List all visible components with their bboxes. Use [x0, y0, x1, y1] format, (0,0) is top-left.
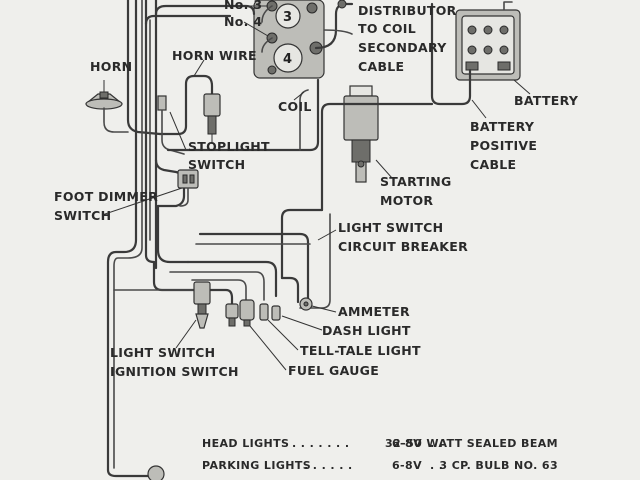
label-no4: No. 4	[224, 14, 262, 29]
label-tell-tale-light: TELL-TALE LIGHT	[300, 343, 421, 358]
cylinder-4-number: 4	[283, 52, 292, 67]
label-coil: COIL	[278, 99, 312, 114]
bulb-item: HEAD LIGHTS	[202, 437, 289, 450]
cylinder-3-number: 3	[283, 10, 292, 25]
label-battery-positive-line1: BATTERY	[470, 119, 535, 134]
label-stoplight-line1: STOPLIGHT	[188, 139, 270, 154]
label-distributor-line3: SECONDARY	[358, 40, 447, 55]
battery	[455, 1, 531, 95]
label-starting-motor-line2: MOTOR	[380, 193, 433, 208]
starting-motor	[343, 85, 393, 183]
ammeter	[299, 297, 337, 313]
label-ignition-switch: IGNITION SWITCH	[110, 364, 239, 379]
dash-harness	[113, 204, 278, 308]
label-battery-positive-line3: CABLE	[470, 157, 516, 172]
bulb-spec: 32-50 WATT SEALED BEAM	[385, 437, 558, 450]
stoplight-switch	[157, 95, 187, 155]
label-horn-wire: HORN WIRE	[172, 48, 257, 63]
fuel-gauge	[239, 299, 287, 371]
label-horn: HORN	[90, 59, 132, 74]
label-no3: No. 3	[224, 0, 262, 12]
foot-dimmer-switch	[101, 158, 199, 216]
label-distributor-line1: DISTRIBUTOR	[358, 3, 457, 18]
horn-wire-assembly	[158, 59, 221, 144]
bulb-voltage: 6-8V	[392, 437, 422, 450]
bulb-leader-dots: . .	[430, 459, 443, 472]
main-harness	[106, 0, 232, 472]
bulb-leader-dots: . .	[430, 437, 443, 450]
label-stoplight-line2: SWITCH	[188, 157, 245, 172]
horn	[85, 91, 129, 133]
label-distributor-line4: CABLE	[358, 59, 404, 74]
label-foot-dimmer-line2: SWITCH	[54, 208, 111, 223]
label-light-switch: LIGHT SWITCH	[110, 345, 215, 360]
label-circuit-breaker-line1: LIGHT SWITCH	[338, 220, 443, 235]
distributor	[253, 0, 325, 79]
battery-positive-cable	[320, 2, 487, 212]
label-battery-positive-line2: POSITIVE	[470, 138, 537, 153]
tell-tale-light	[259, 303, 299, 351]
distributor-to-coil-cable	[314, 0, 354, 50]
dash-light	[271, 305, 323, 331]
bulb-item: PARKING LIGHTS	[202, 459, 311, 472]
label-distributor-line2: TO COIL	[358, 21, 416, 36]
bulb-voltage: 6-8V	[392, 459, 422, 472]
light-ignition-switch	[175, 281, 211, 349]
bulb-leader-dots: . . . . . . .	[292, 437, 349, 450]
bulb-table: HEAD LIGHTS . . . . . . . 6-8V . . 32-50…	[202, 437, 558, 472]
bulb-leader-dots: . . . . . .	[304, 459, 353, 472]
label-fuel-gauge: FUEL GAUGE	[288, 363, 379, 378]
bulb-spec: 3 CP. BULB NO. 63	[439, 459, 558, 472]
rear-harness	[106, 465, 165, 480]
label-starting-motor-line1: STARTING	[380, 174, 452, 189]
label-circuit-breaker-line2: CIRCUIT BREAKER	[338, 239, 468, 254]
label-foot-dimmer-line1: FOOT DIMMER	[54, 189, 158, 204]
circuit-breaker-wiring	[195, 208, 337, 309]
coil	[166, 4, 320, 152]
bulb-table-row: HEAD LIGHTS . . . . . . . 6-8V . . 32-50…	[202, 437, 558, 450]
gauge-connector	[225, 303, 239, 327]
bulb-table-row: PARKING LIGHTS . . . . . . 6-8V . . 3 CP…	[202, 459, 558, 472]
label-dash-light: DASH LIGHT	[322, 323, 411, 338]
label-battery: BATTERY	[514, 93, 579, 108]
label-ammeter: AMMETER	[338, 304, 410, 319]
